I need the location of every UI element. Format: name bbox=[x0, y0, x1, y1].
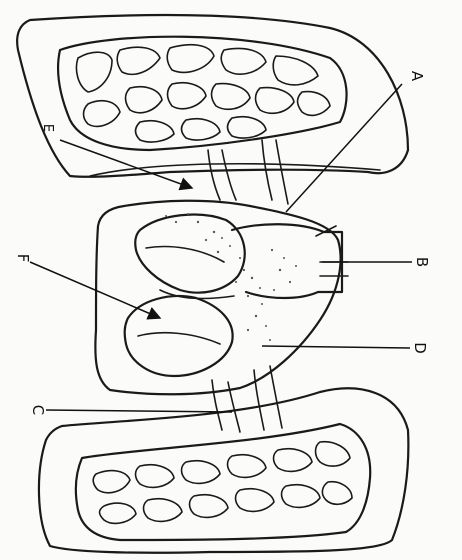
heart bbox=[95, 201, 348, 432]
stippled-tissue bbox=[165, 213, 297, 341]
svg-text:B: B bbox=[413, 257, 431, 267]
svg-text:F: F bbox=[14, 254, 32, 263]
label-e: E bbox=[40, 124, 55, 132]
label-d: D bbox=[411, 342, 429, 354]
svg-text:E: E bbox=[40, 124, 55, 132]
upper-lung bbox=[17, 15, 408, 204]
leader-lines bbox=[30, 84, 412, 412]
lower-lung bbox=[39, 388, 408, 552]
label-b: B bbox=[413, 257, 431, 267]
svg-text:D: D bbox=[411, 342, 429, 354]
svg-text:C: C bbox=[29, 405, 47, 415]
label-a: A bbox=[408, 71, 426, 82]
label-c: C bbox=[29, 405, 47, 415]
svg-text:A: A bbox=[408, 71, 426, 82]
label-f: F bbox=[14, 254, 32, 263]
